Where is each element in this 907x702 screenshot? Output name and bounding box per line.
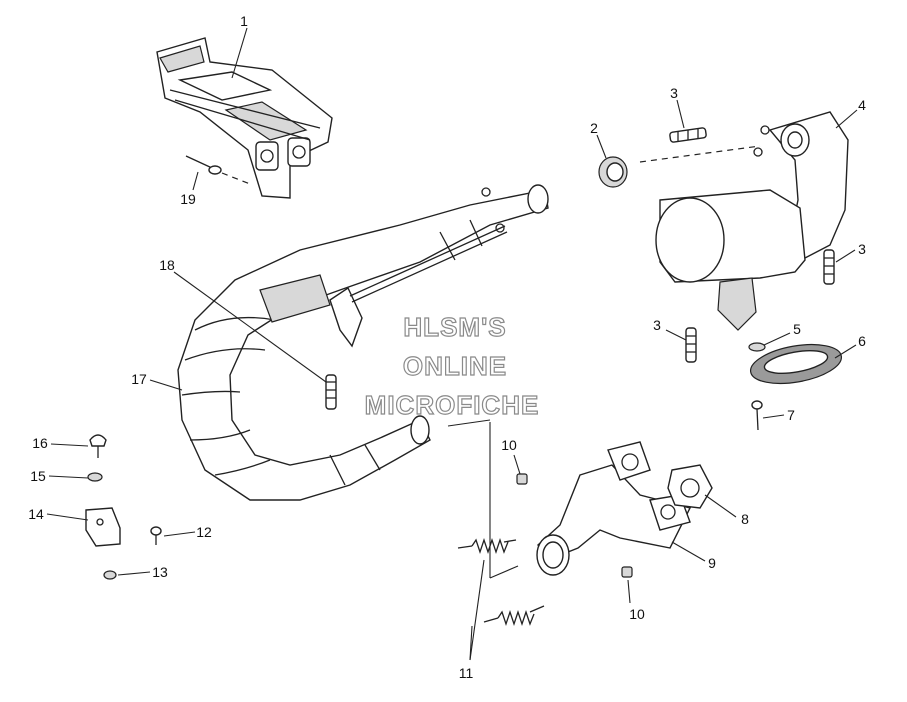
callout-2: 2: [590, 120, 598, 136]
part-manifold: [536, 441, 692, 576]
part-screw-12: [150, 526, 162, 545]
watermark-line-3: MICROFICHE: [365, 390, 540, 420]
callout-9: 9: [708, 555, 716, 571]
callout-3-top: 3: [670, 85, 678, 101]
part-nut-13: [103, 570, 117, 580]
callout-12: 12: [196, 524, 212, 540]
part-spring-right: [823, 249, 835, 285]
part-pipe-spring: [325, 374, 337, 410]
part-silencer: [655, 111, 849, 331]
callout-7: 7: [787, 407, 795, 423]
part-expansion-chamber: [177, 184, 549, 501]
part-washer-5: [748, 342, 766, 352]
callout-18: 18: [159, 257, 175, 273]
callout-labels: 1 2 3 3 3 4 5 6 7 8 9 10 10 11 12 13 14 …: [28, 13, 866, 681]
callout-8: 8: [741, 511, 749, 527]
callout-4: 4: [858, 97, 866, 113]
callout-14: 14: [28, 506, 44, 522]
part-spring-top: [669, 127, 707, 143]
part-bracket: [156, 37, 333, 199]
callout-1: 1: [240, 13, 248, 29]
callout-19: 19: [180, 191, 196, 207]
part-nut-upper: [516, 473, 528, 485]
callout-13: 13: [152, 564, 168, 580]
callout-15: 15: [30, 468, 46, 484]
callout-17: 17: [131, 371, 147, 387]
callout-10-lower: 10: [629, 606, 645, 622]
watermark-line-2: ONLINE: [403, 351, 507, 381]
part-washer-15: [87, 472, 103, 482]
part-flange-gasket: [667, 464, 713, 509]
callout-6: 6: [858, 333, 866, 349]
callout-5: 5: [793, 321, 801, 337]
part-clip-14: [85, 507, 121, 547]
part-manifold-spring-1: [457, 537, 517, 555]
part-nut-lower: [621, 566, 633, 578]
callout-3-middle: 3: [653, 317, 661, 333]
callout-10-upper: 10: [501, 437, 517, 453]
part-rivet: [185, 155, 251, 185]
leader-lines: [46, 27, 858, 661]
callout-16: 16: [32, 435, 48, 451]
watermark: HLSM'S ONLINE MICROFICHE: [364, 311, 540, 420]
part-gasket-6: [749, 343, 843, 385]
part-seal: [598, 156, 628, 188]
callout-11: 11: [459, 665, 474, 681]
part-bolt-7: [751, 400, 763, 431]
part-spring-middle: [685, 327, 697, 363]
callout-3-right: 3: [858, 241, 866, 257]
part-cap-16: [89, 434, 107, 458]
watermark-line-1: HLSM'S: [403, 312, 506, 342]
part-manifold-spring-2: [483, 605, 545, 627]
